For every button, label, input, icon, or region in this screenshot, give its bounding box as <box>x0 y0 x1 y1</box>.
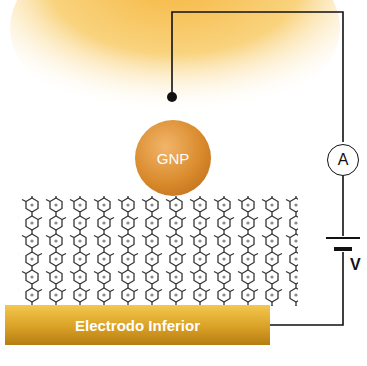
node-text: A <box>338 151 349 169</box>
molecular-layer <box>18 196 298 306</box>
ammeter-circle: A <box>327 144 359 176</box>
node-text: Electrodo Inferior <box>75 317 200 334</box>
wire <box>172 12 343 142</box>
tip-glow <box>10 0 340 123</box>
contact-dot <box>167 92 177 102</box>
nanoparticle-circle: GNP <box>135 120 211 196</box>
bottom-electrode: Electrodo Inferior <box>5 305 270 345</box>
voltage-label: V <box>350 256 361 274</box>
node-text: GNP <box>157 150 190 167</box>
